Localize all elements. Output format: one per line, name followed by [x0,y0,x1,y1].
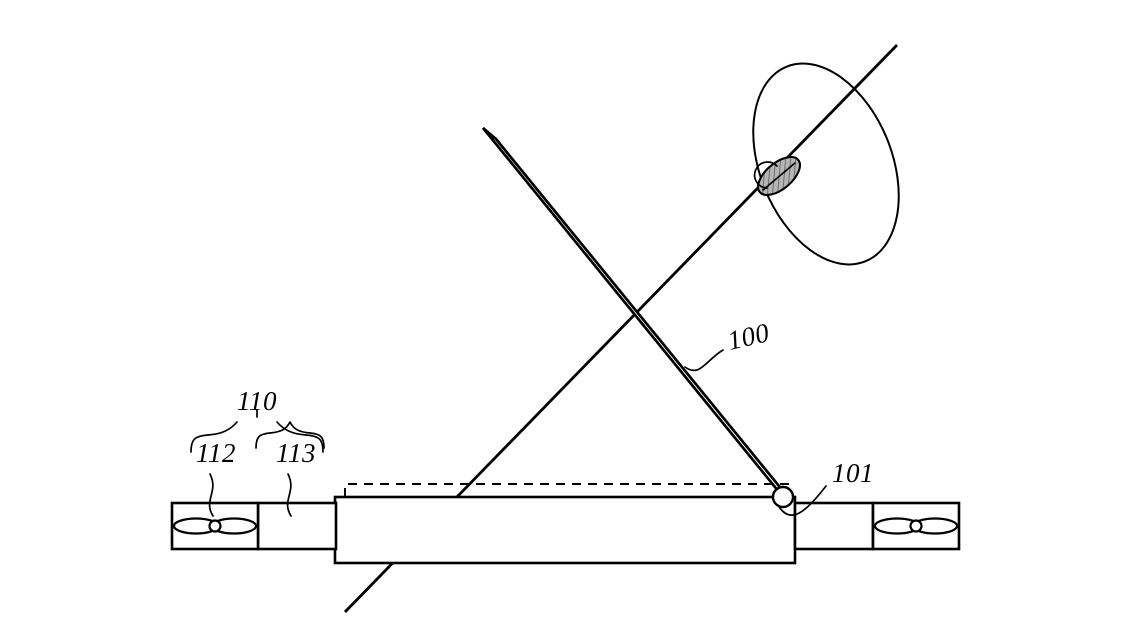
right-propeller-hub [909,519,923,533]
rotor-hub-ellipse-overline [757,156,801,196]
right-boom-segment [793,501,875,551]
ref-label-110: 110 [237,386,277,416]
tilting-rotor-arm-edge-left [481,127,781,493]
tilting-rotor-arm [481,127,794,503]
right-wing-assembly [793,501,961,551]
left-propeller-hub [208,519,222,533]
rotor-hub-axis-stub [762,162,796,191]
right-propeller-blades [873,517,959,535]
rotor-hub-group [753,156,801,196]
ref-label-101: 101 [832,458,874,488]
main-fuselage-body [333,495,797,565]
tilting-rotor-arm-tip-cap [482,127,497,140]
brace-110-right-wing [276,421,324,453]
left-boom-segment [256,501,338,551]
brace-110-left-wing [190,421,238,453]
fuselage-deck-dashed-line [344,483,790,497]
rotor-hub-cap-outline [753,161,778,189]
ref-label-113: 113 [276,438,316,468]
leader-line-113 [286,473,292,517]
leader-line-112 [208,473,214,517]
rotor-disc-group [752,62,900,266]
ref-label-100: 100 [725,317,773,356]
fuselage-deck-dashed-group [344,483,790,497]
leader-line-101 [777,485,827,517]
assembly-brace-110 [190,409,325,453]
left-propeller-blades [172,517,258,535]
rotor-disc-ellipse [752,62,900,266]
brace-110-path [255,421,325,449]
leader-line-100 [684,349,724,372]
ref-label-112: 112 [196,438,236,468]
tilting-rotor-arm-edge-right [494,138,794,503]
pivot-hinge-joint-overlay [771,485,795,509]
left-wing-assembly [170,501,338,551]
